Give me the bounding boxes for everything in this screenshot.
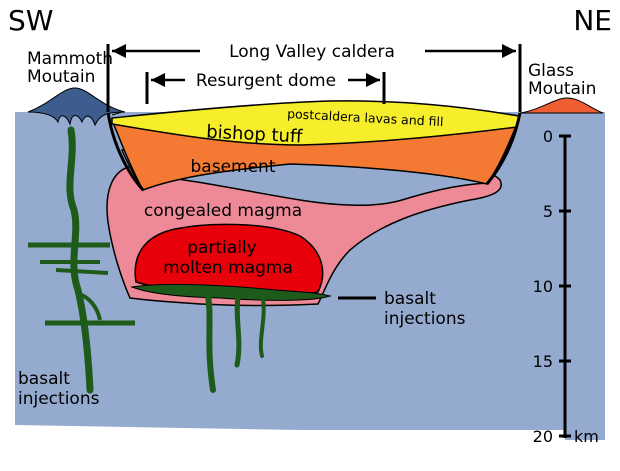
basalt-dike-center (205, 293, 216, 393)
direction-sw: SW (8, 4, 53, 37)
mammoth-label-line1: Mammoth (27, 49, 113, 69)
basalt-left-line2: injections (18, 389, 100, 409)
mammoth-mountain (27, 87, 126, 127)
glass-label-line2: Moutain (528, 79, 596, 99)
congealed-magma-label: congealed magma (144, 201, 302, 221)
basalt-right-line2: injections (384, 309, 466, 329)
depth-scale: 0 5 10 15 20 km (533, 127, 599, 446)
depth-label-15: 15 (533, 352, 553, 371)
caldera-label: Long Valley caldera (229, 42, 395, 62)
caldera-wall-right (485, 112, 522, 185)
depth-label-10: 10 (533, 277, 553, 296)
depth-label-20: 20 (533, 427, 553, 446)
basalt-dike-left (66, 126, 94, 394)
basalt-dike-center2 (234, 294, 242, 368)
depth-unit: km (574, 427, 599, 446)
basalt-left-line1: basalt (18, 369, 70, 389)
dome-arrowhead-right (366, 73, 380, 87)
bishop-tuff-label: bishop tuff (206, 122, 304, 148)
dome-arrowhead-left (151, 73, 165, 87)
caldera-arrowhead-left (112, 44, 126, 58)
basalt-dike-center3 (258, 297, 266, 358)
basalt-dike-branch (81, 293, 102, 321)
partial-magma-label-line1: partially (187, 238, 257, 258)
basalt-sill (130, 283, 332, 301)
caldera-wall-left (106, 111, 145, 192)
ground-surface (111, 111, 123, 116)
caldera-arrowhead-right (502, 44, 516, 58)
mammoth-label-line2: Moutain (27, 67, 95, 87)
partial-magma-label-line2: molten magma (163, 258, 293, 278)
basalt-sill-left-3 (55, 268, 109, 275)
depth-label-0: 0 (543, 127, 553, 146)
direction-ne: NE (573, 4, 612, 37)
basalt-right-line1: basalt (384, 289, 436, 309)
depth-label-5: 5 (543, 202, 553, 221)
glass-mountain (519, 97, 604, 114)
glass-label-line1: Glass (528, 61, 574, 81)
basement-label: basement (191, 157, 276, 177)
dome-label: Resurgent dome (196, 71, 336, 91)
